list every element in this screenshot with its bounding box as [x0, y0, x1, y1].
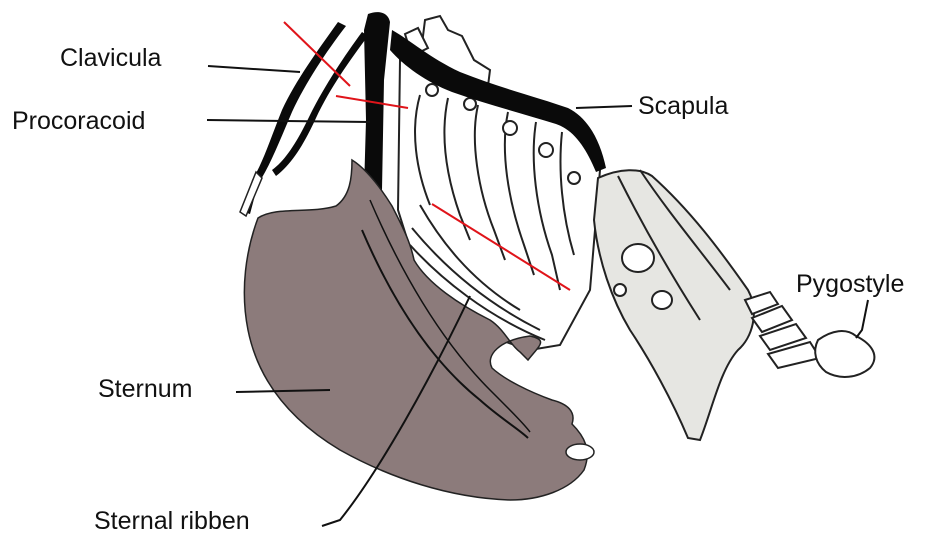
procoracoid-leader-line: [207, 120, 370, 122]
pygostyle-bone: [815, 331, 874, 377]
tail-vertebrae: [745, 292, 820, 368]
label-clavicula: Clavicula: [60, 44, 162, 72]
scapula-leader-line: [576, 106, 632, 108]
label-sternal-ribben: Sternal ribben: [94, 507, 250, 534]
label-pygostyle: Pygostyle: [796, 270, 904, 298]
label-procoracoid: Procoracoid: [12, 107, 145, 135]
pelvis: [594, 170, 754, 440]
label-sternum: Sternum: [98, 375, 192, 403]
pygostyle-leader-line: [856, 300, 868, 338]
clavicula-leader-line: [208, 66, 300, 72]
label-scapula: Scapula: [638, 92, 728, 120]
